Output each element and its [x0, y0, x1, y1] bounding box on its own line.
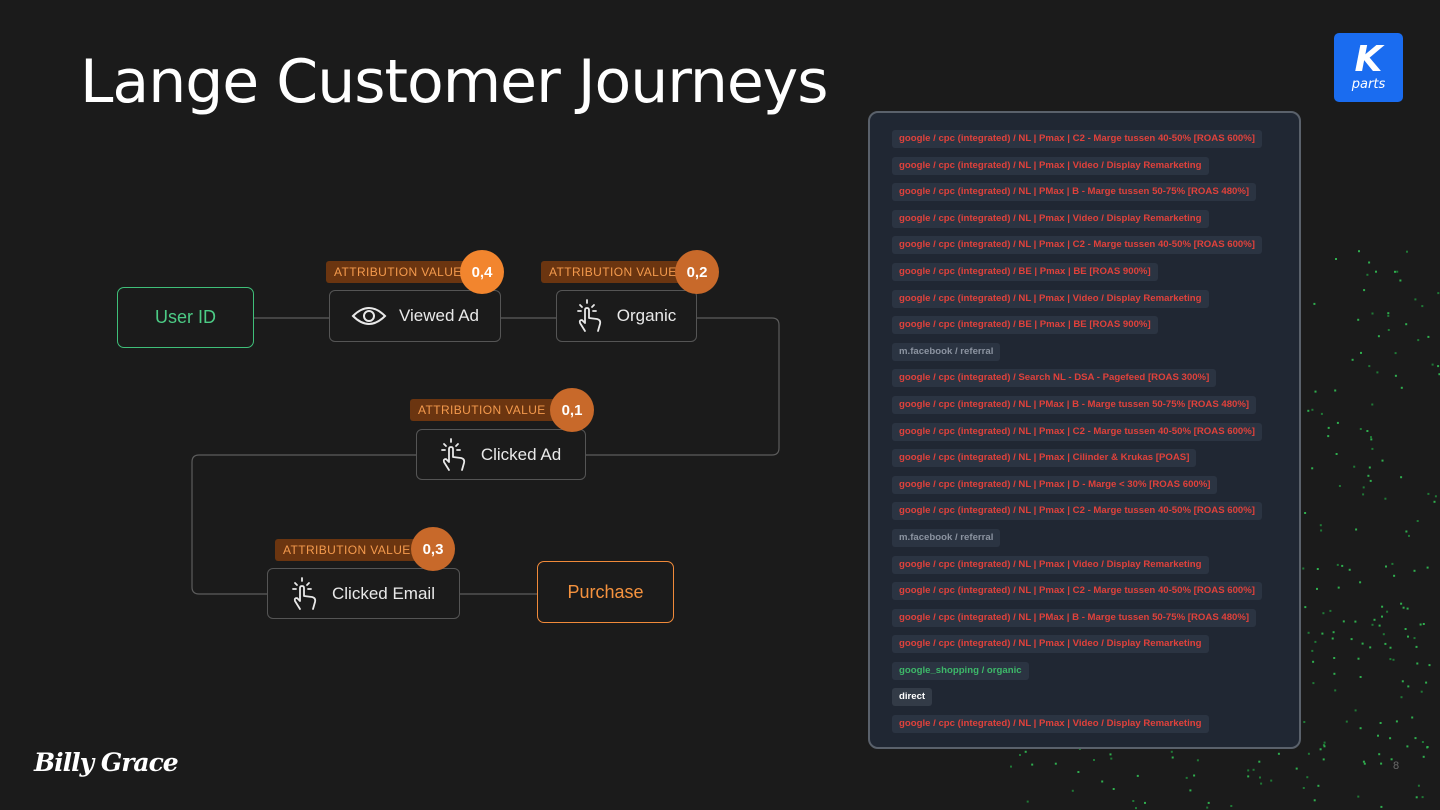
user-id-label: User ID: [154, 307, 216, 327]
viewed-ad-label: Viewed Ad: [398, 306, 480, 325]
source-chip: m.facebook / referral: [892, 342, 1001, 361]
eye-icon: [351, 307, 387, 325]
source-chip: google_shopping / organic: [892, 661, 1029, 680]
clicked-email-node: Clicked Email: [267, 568, 460, 619]
organic-node: Organic: [556, 290, 697, 342]
connector-organic-clicked-ad: [585, 317, 780, 456]
source-chip: google / cpc (integrated) / NL | Pmax | …: [892, 130, 1262, 148]
source-chip: google / cpc (integrated) / NL | Pmax | …: [892, 156, 1209, 175]
attribution-tag-clicked-email: ATTRIBUTION VALUE: [275, 539, 445, 561]
organic-label: Organic: [616, 306, 677, 325]
page-title: Lange Customer Journeys: [80, 47, 829, 117]
logo-subtext: parts: [1351, 77, 1386, 92]
source-chip: google / cpc (integrated) / NL | PMax | …: [892, 183, 1257, 202]
attribution-tag-clicked-ad: ATTRIBUTION VALUE: [410, 399, 580, 421]
billy-grace-logo: Billy Grace: [34, 748, 179, 777]
tap-icon: [440, 437, 465, 471]
clicked-ad-node: Clicked Ad: [416, 429, 586, 480]
source-chip: google / cpc (integrated) / NL | Pmax | …: [892, 422, 1262, 441]
attribution-value-organic: 0,2: [675, 250, 719, 294]
attribution-value-viewed-ad: 0,4: [460, 250, 504, 294]
source-chip: google / cpc (integrated) / NL | Pmax | …: [892, 715, 1209, 734]
attribution-tag-viewed-ad: ATTRIBUTION VALUE: [326, 261, 496, 283]
connector-clicked-ad-email: [191, 454, 417, 595]
attribution-value-clicked-ad: 0,1: [550, 388, 594, 432]
kparts-logo: K parts: [1334, 33, 1403, 102]
source-chip: m.facebook / referral: [892, 528, 1001, 547]
page-number: 8: [1393, 760, 1400, 772]
source-chip: google / cpc (integrated) / NL | Pmax | …: [892, 475, 1218, 494]
source-chip: google / cpc (integrated) / NL | Pmax | …: [892, 582, 1262, 601]
source-chip: direct: [892, 688, 933, 707]
logo-mark: K: [1354, 39, 1383, 80]
source-chip: google / cpc (integrated) / NL | Pmax | …: [892, 209, 1209, 228]
source-chip: google / cpc (integrated) / BE | Pmax | …: [892, 262, 1158, 281]
purchase-label: Purchase: [567, 581, 644, 602]
attribution-value-clicked-email: 0,3: [411, 527, 455, 571]
source-chip: google / cpc (integrated) / Search NL - …: [892, 369, 1217, 388]
source-chip: google / cpc (integrated) / BE | Pmax | …: [892, 316, 1158, 335]
source-chip: google / cpc (integrated) / NL | Pmax | …: [892, 289, 1209, 308]
source-chip: google / cpc (integrated) / NL | PMax | …: [892, 608, 1257, 627]
traffic-source-list: google / cpc (integrated) / NL | Pmax | …: [868, 111, 1301, 749]
purchase-node: Purchase: [537, 561, 674, 623]
source-chip: google / cpc (integrated) / NL | Pmax | …: [892, 236, 1262, 255]
source-chip: google / cpc (integrated) / NL | Pmax | …: [892, 449, 1197, 468]
source-chip: google / cpc (integrated) / NL | Pmax | …: [892, 502, 1262, 521]
tap-icon: [292, 576, 317, 610]
user-id-node: User ID: [117, 287, 254, 348]
source-chip: google / cpc (integrated) / NL | PMax | …: [892, 395, 1257, 414]
source-chip: google / cpc (integrated) / NL | Pmax | …: [892, 635, 1209, 654]
clicked-email-label: Clicked Email: [332, 583, 435, 603]
source-chip: google / cpc (integrated) / NL | Pmax | …: [892, 555, 1209, 574]
viewed-ad-node: Viewed Ad: [329, 290, 501, 342]
attribution-tag-organic: ATTRIBUTION VALUE: [541, 261, 711, 283]
tap-icon: [576, 299, 601, 332]
clicked-ad-label: Clicked Ad: [480, 444, 562, 464]
